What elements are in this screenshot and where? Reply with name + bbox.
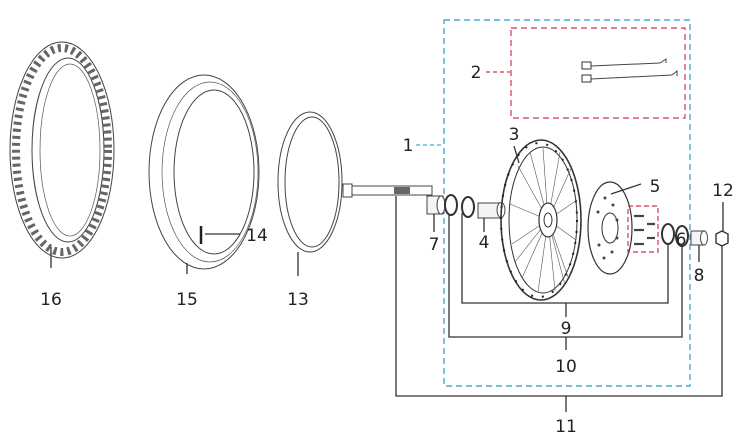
axle-part [342, 183, 433, 198]
bracket-9 [461, 213, 669, 304]
tire-part [9, 41, 115, 259]
callout-14: 14 [246, 226, 268, 246]
leader-5 [610, 183, 642, 195]
bearing-collar-right-part [690, 230, 708, 246]
callout-9: 9 [561, 319, 572, 339]
callout-3: 3 [509, 125, 520, 145]
disc-bolts-part [627, 205, 659, 253]
callout-5: 5 [650, 177, 661, 197]
callout-11: 11 [555, 417, 577, 437]
spoked-rim-part [500, 139, 582, 301]
callout-7: 7 [429, 235, 440, 255]
rim-band-part [277, 111, 343, 253]
axle-nut-part [715, 230, 729, 247]
callout-4: 4 [479, 233, 490, 253]
left-bearings-part [444, 194, 475, 218]
callout-1: 1 [403, 136, 414, 156]
callout-labels: 1 2 3 4 5 6 7 8 9 10 11 12 13 14 15 16 [40, 63, 734, 437]
leader-3 [513, 145, 520, 164]
spacer-part [477, 202, 506, 219]
callout-6: 6 [676, 230, 687, 250]
bracket-11 [395, 196, 723, 397]
spoke-group-box [510, 27, 686, 119]
spoke-set-part [581, 58, 678, 83]
callout-12: 12 [712, 181, 734, 201]
brake-disc-part [587, 181, 633, 275]
callout-13: 13 [287, 290, 309, 310]
leader-lines [50, 71, 724, 412]
callout-15: 15 [176, 290, 198, 310]
callout-2: 2 [471, 63, 482, 83]
callout-16: 16 [40, 290, 62, 310]
bearing-collar-left-part [426, 195, 446, 215]
callout-8: 8 [694, 266, 705, 286]
inner-tube-part [148, 74, 260, 270]
right-bearings-part [661, 223, 689, 247]
callout-10: 10 [555, 357, 577, 377]
